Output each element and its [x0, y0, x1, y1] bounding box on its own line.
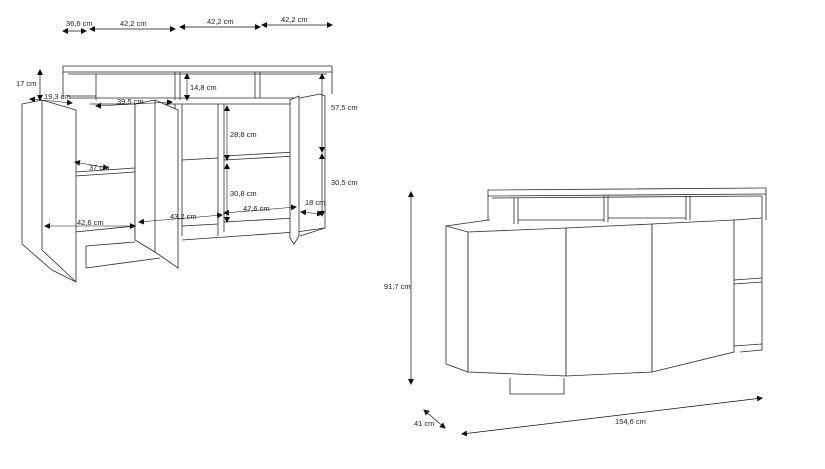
dim-lower-comp-height: 30,8 cm — [230, 189, 257, 198]
left-inner-dimensions: 19,3 cm 39,5 cm 14,8 cm 28,8 cm 37 cm 30… — [29, 73, 325, 229]
dim-upper-comp-height: 28,8 cm — [230, 130, 257, 139]
right-dimensions: 91,7 cm 41 cm 154,6 cm — [384, 191, 763, 437]
dim-shelf-depth: 37 cm — [89, 163, 109, 172]
dim-total-width: 154,6 cm — [615, 417, 646, 426]
left-outer-dimensions: 36,6 cm 42,2 cm 42,2 cm 42,2 cm 17 cm 57… — [16, 15, 358, 217]
dim-width-1: 36,6 cm — [66, 19, 93, 28]
dim-height-side: 57,5 cm — [331, 103, 358, 112]
dim-width-4: 42,2 cm — [281, 15, 308, 24]
dim-top-shelf-depth: 19,3 cm — [44, 92, 71, 101]
dim-height-top: 17 cm — [16, 79, 36, 88]
closed-cabinet-view — [445, 187, 767, 395]
dim-height-lower: 30,5 cm — [331, 178, 358, 187]
main-carcass — [70, 93, 326, 269]
door-right-open — [289, 95, 300, 245]
dim-door-width-3: 42,6 cm — [243, 204, 270, 213]
door-left-open — [21, 99, 77, 283]
dim-total-height: 91,7 cm — [384, 282, 411, 291]
dim-door-width-2: 43,2 cm — [170, 212, 197, 221]
dim-width-2: 42,2 cm — [120, 19, 147, 28]
door-middle-open — [134, 99, 179, 269]
top-shelf-unit — [62, 65, 333, 100]
dim-total-depth: 41 cm — [414, 419, 434, 428]
dim-base-height: 18 cm — [305, 198, 325, 207]
dim-width-3: 42,2 cm — [207, 17, 234, 26]
dim-door-width-1: 42,6 cm — [77, 218, 104, 227]
dim-top-niche-height: 14,8 cm — [190, 83, 217, 92]
dim-top-niche-width: 39,5 cm — [117, 97, 144, 106]
